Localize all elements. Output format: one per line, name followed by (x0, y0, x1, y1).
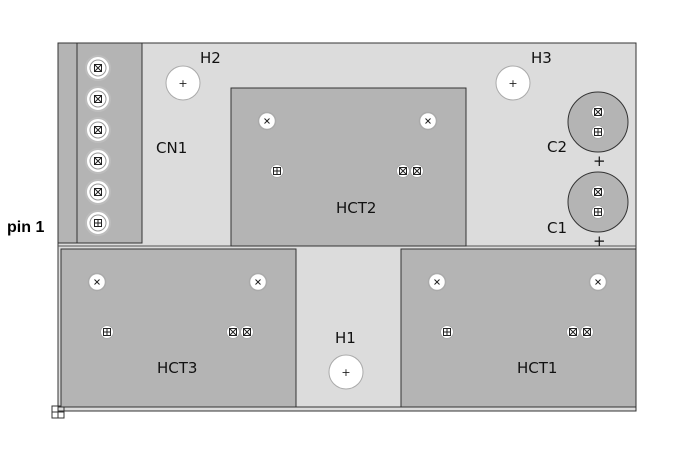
pads-layer (87, 105, 608, 339)
transformer-hct1 (400, 248, 637, 408)
transformer-corner-pad-icon (257, 111, 277, 131)
hole-center-mark: + (508, 77, 517, 90)
capacitor-c2 (567, 91, 629, 153)
transformer-pin-pad-icon (100, 325, 114, 339)
transformer-pin-pad-icon (410, 164, 424, 178)
mounting-hole-h3: + (495, 65, 531, 101)
connector-pin-pad-icon (85, 86, 111, 112)
capacitor-c1 (567, 171, 629, 233)
transformer-corner-pad-icon (588, 272, 608, 292)
mounting-hole-h1: + (328, 354, 364, 390)
transformer-hct3 (60, 248, 297, 408)
connector-pin-pad-icon (85, 148, 111, 174)
capacitor-pad-icon (591, 105, 605, 119)
origin-marker-icon (51, 405, 65, 419)
transformer-pin-pad-icon (270, 164, 284, 178)
c2-label: C2 (547, 138, 567, 156)
h2-label: H2 (200, 49, 221, 67)
hct3-label: HCT3 (157, 359, 197, 377)
transformer-pin-pad-icon (440, 325, 454, 339)
connector-pin-1-pad-icon (85, 210, 111, 236)
transformer-pin-pad-icon (226, 325, 240, 339)
connector-pin-pad-icon (85, 55, 111, 81)
hole-center-mark: + (341, 366, 350, 379)
capacitor-pad-icon (591, 205, 605, 219)
connector-pin-pad-icon (85, 179, 111, 205)
connector-pins (85, 55, 111, 236)
transformer-corner-pad-icon (248, 272, 268, 292)
pin1-label: pin 1 (7, 219, 44, 236)
transformer-pin-pad-icon (396, 164, 410, 178)
capacitor-pad-icon (591, 185, 605, 199)
transformer-corner-pad-icon (427, 272, 447, 292)
hole-center-mark: + (178, 77, 187, 90)
transformer-pin-pad-icon (240, 325, 254, 339)
transformer-hct2 (230, 87, 467, 247)
transformer-pin-pad-icon (566, 325, 580, 339)
hct1-label: HCT1 (517, 359, 557, 377)
c2-polarity-mark: + (593, 152, 606, 170)
transformer-corner-pad-icon (418, 111, 438, 131)
c1-label: C1 (547, 219, 567, 237)
h1-label: H1 (335, 329, 356, 347)
connector-pin-pad-icon (85, 117, 111, 143)
c1-polarity-mark: + (593, 232, 606, 250)
mounting-hole-h2: + (165, 65, 201, 101)
transformer-corner-pad-icon (87, 272, 107, 292)
h3-label: H3 (531, 49, 552, 67)
cn1-label: CN1 (156, 139, 187, 157)
hct2-label: HCT2 (336, 199, 376, 217)
transformer-pin-pad-icon (580, 325, 594, 339)
connector-cn1 (57, 42, 143, 244)
capacitor-pad-icon (591, 125, 605, 139)
